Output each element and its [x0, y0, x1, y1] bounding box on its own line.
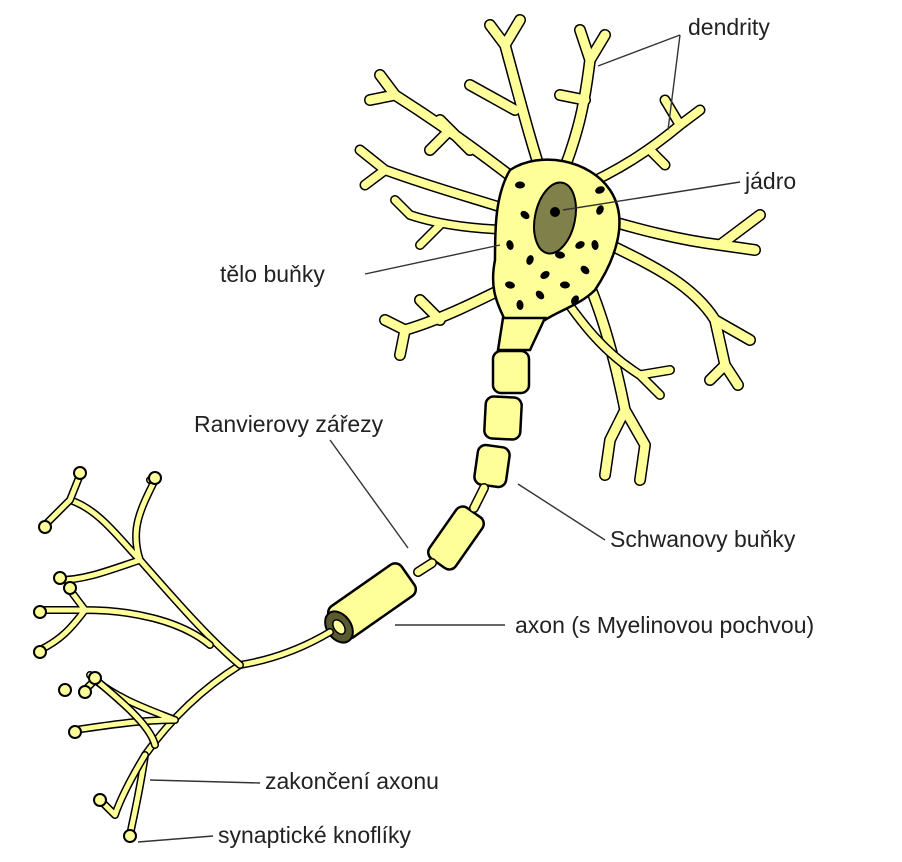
label-axon-terminals: zakončení axonu — [265, 770, 439, 793]
synaptic-knob — [79, 686, 91, 698]
axon-terminal-branch-1 — [130, 632, 330, 835]
leader-nodes-of-ranvier — [330, 440, 408, 548]
nissl-granule — [515, 182, 525, 189]
axon-terminal-branch-4-fill — [40, 590, 210, 650]
axon-link-1 — [474, 488, 484, 508]
synaptic-knob — [149, 472, 161, 484]
synaptic-knob — [34, 606, 46, 618]
axon-terminal-branch-4-outline — [40, 590, 210, 650]
schwann-cell-3 — [473, 444, 510, 488]
axon-terminal-branch-2 — [60, 480, 240, 665]
synaptic-knob — [124, 830, 136, 842]
nucleolus — [550, 207, 560, 217]
synaptic-knob — [64, 582, 76, 594]
axon-terminal-branch-1-fill — [130, 632, 330, 835]
leader-cell-body — [365, 245, 500, 274]
label-schwann-cells: Schwanovy buňky — [610, 528, 795, 551]
synaptic-knob — [74, 467, 86, 479]
label-synaptic-knobs: synaptické knoflíky — [218, 824, 411, 847]
neuron-shapes — [34, 20, 760, 842]
axon-terminal-branch-4 — [40, 590, 210, 650]
leader-axon-terminals — [150, 780, 260, 783]
synaptic-knob — [59, 684, 71, 696]
leader-schwann-cells — [518, 484, 605, 540]
label-nucleus: jádro — [745, 170, 796, 193]
axon-terminal-branch-2-fill — [60, 480, 240, 665]
synaptic-knob — [94, 794, 106, 806]
axon-hillock — [498, 318, 545, 350]
synaptic-knob — [89, 672, 101, 684]
label-axon: axon (s Myelinovou pochvou) — [515, 614, 814, 637]
leader-synaptic-knobs — [138, 836, 213, 842]
synaptic-knob — [39, 521, 51, 533]
dendrite-2 — [560, 30, 605, 180]
leader-dendrites — [598, 35, 680, 130]
synaptic-knob — [34, 646, 46, 658]
axon-link-1-fill — [474, 488, 484, 508]
label-nodes-of-ranvier: Ranvierovy zářezy — [194, 413, 383, 436]
schwann-cell-2 — [484, 396, 522, 440]
axon-link-2-fill — [418, 563, 432, 572]
label-cell-body: tělo buňky — [220, 263, 325, 286]
label-dendrites: dendrity — [688, 16, 770, 39]
schwann-cell-1 — [493, 351, 529, 393]
axon-link-2 — [418, 563, 432, 572]
synaptic-knob — [54, 572, 66, 584]
synaptic-knob — [69, 726, 81, 738]
